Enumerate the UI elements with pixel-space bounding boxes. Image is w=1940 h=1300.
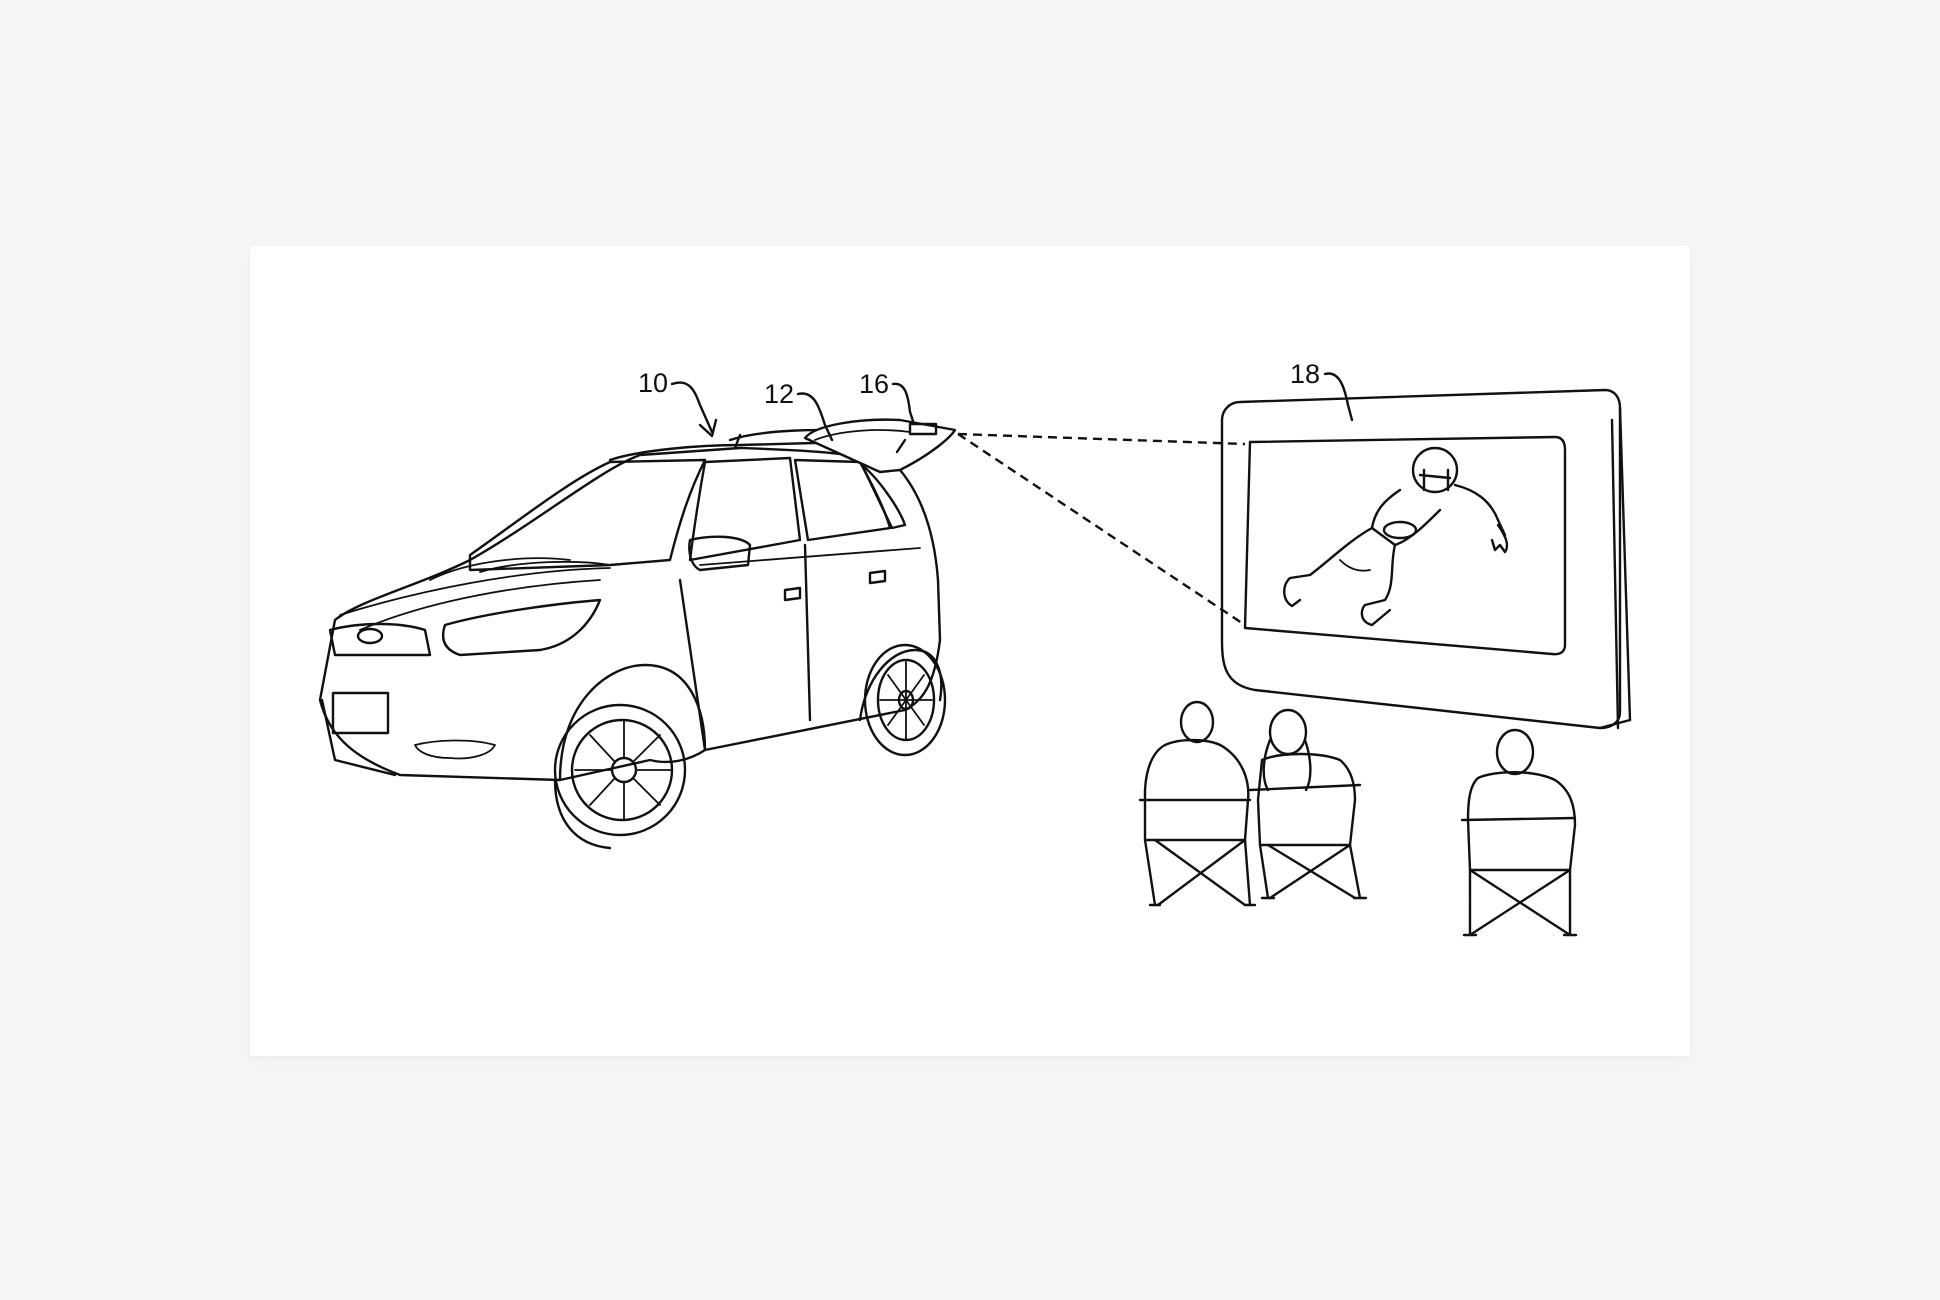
spectator-right [1460,728,1578,937]
reference-numeral-liftgate: 12 [764,379,834,442]
spectators [1138,700,1578,937]
reference-numeral-vehicle: 10 [638,368,718,438]
spectator-left [1138,700,1257,907]
label-18: 18 [1290,359,1320,389]
reference-numeral-screen: 18 [1290,359,1354,422]
reference-numeral-projector: 16 [859,369,916,426]
projection-beam [957,432,1246,626]
label-12: 12 [764,379,794,409]
football-player-image [1283,446,1509,627]
vehicle [318,418,957,850]
label-16: 16 [859,369,889,399]
screen [1220,388,1632,730]
spectator-middle [1248,708,1368,900]
figure-card [250,246,1690,1056]
label-10: 10 [638,368,668,398]
